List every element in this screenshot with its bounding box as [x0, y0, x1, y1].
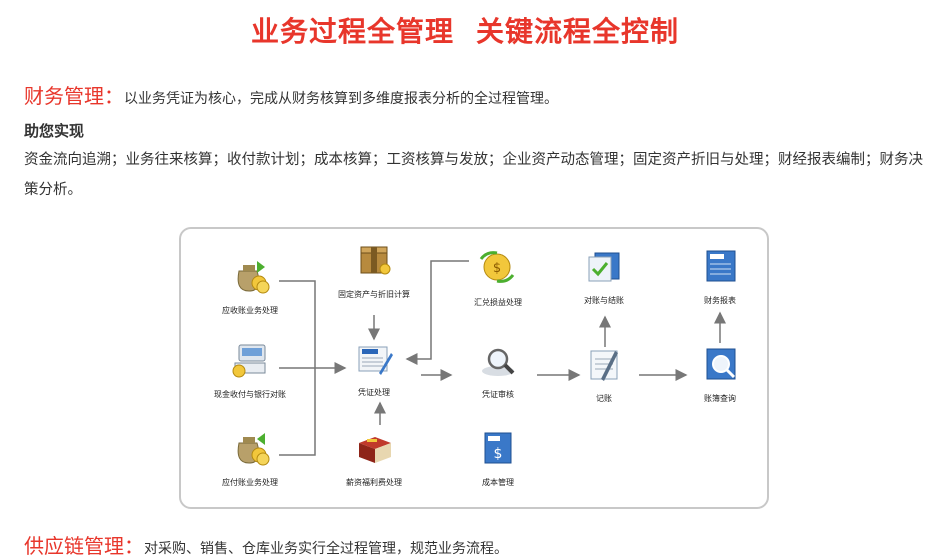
label-cost: 成本管理 [482, 478, 514, 487]
document-check-icon [588, 252, 620, 282]
label-fixed-asset: 固定资产与折旧计算 [338, 290, 410, 299]
label-salary: 薪资福利费处理 [346, 478, 402, 487]
label-audit: 凭证审核 [482, 390, 514, 399]
label-cash: 现金收付与银行对账 [214, 390, 286, 399]
svg-text:$: $ [493, 261, 501, 276]
label-posting: 记账 [596, 394, 612, 403]
node-ledger: 账簿查询 [665, 345, 775, 404]
report-document-icon [706, 250, 736, 282]
label-fx: 汇兑损益处理 [474, 298, 522, 307]
ledger-search-icon [706, 348, 736, 380]
box-icon [360, 246, 391, 275]
node-receivable: 应收账业务处理 [195, 257, 305, 316]
node-audit: 凭证审核 [443, 341, 553, 400]
node-fx: $ 汇兑损益处理 [443, 249, 553, 308]
label-ledger: 账簿查询 [704, 394, 736, 403]
magnifier-icon [482, 348, 515, 376]
node-posting: 记账 [549, 345, 659, 404]
headline-part1: 业务过程全管理 [250, 15, 454, 48]
node-cash: 现金收付与银行对账 [195, 341, 305, 400]
book-icon [359, 437, 391, 463]
node-voucher: 凭证处理 [319, 339, 429, 398]
supply-description: 对采购、销售、仓库业务实行全过程管理，规范业务流程。 [144, 541, 508, 557]
cash-register-icon [232, 344, 266, 378]
node-report: 财务报表 [665, 247, 775, 306]
label-reconcile: 对账与结账 [584, 296, 624, 305]
document-pen-icon [358, 346, 393, 375]
node-payable: 应付账业务处理 [195, 429, 305, 488]
node-fixed-asset: 固定资产与折旧计算 [319, 241, 429, 300]
finance-flow-diagram: 应收账业务处理 现金收付与银行对账 应付账业务处理 固定资产与折旧计算 [179, 227, 769, 509]
label-report: 财务报表 [704, 296, 736, 305]
node-cost: $ 成本管理 [443, 429, 553, 488]
arrow-fx-to-voucher [405, 260, 469, 365]
dollar-document-icon: $ [484, 432, 512, 464]
svg-text:$: $ [494, 446, 503, 462]
finance-description: 以业务凭证为核心，完成从财务核算到多维度报表分析的全过程管理。 [124, 91, 558, 107]
label-receivable: 应收账业务处理 [222, 306, 278, 315]
pen-document-icon [590, 350, 618, 381]
node-reconcile: 对账与结账 [549, 247, 659, 306]
finance-section-heading: 财务管理：以业务凭证为核心，完成从财务核算到多维度报表分析的全过程管理。 [24, 80, 558, 109]
money-bag-icon [237, 261, 270, 294]
help-body: 资金流向追溯；业务往来核算；收付款计划；成本核算；工资核算与发放；企业资产动态管… [24, 152, 923, 198]
label-voucher: 凭证处理 [358, 388, 390, 397]
label-payable: 应付账业务处理 [222, 478, 278, 487]
page-headline: 业务过程全管理关键流程全控制 [0, 10, 930, 50]
money-bag-icon [237, 433, 270, 466]
headline-part2: 关键流程全控制 [476, 15, 680, 48]
flow-connectors [279, 260, 726, 456]
node-salary: 薪资福利费处理 [319, 429, 429, 488]
finance-title: 财务管理： [24, 84, 124, 108]
supply-title: 供应链管理： [24, 534, 144, 558]
help-title: 助您实现 [24, 122, 85, 140]
supply-section-heading: 供应链管理：对采购、销售、仓库业务实行全过程管理，规范业务流程。 [24, 530, 508, 559]
currency-exchange-icon: $ [479, 251, 515, 283]
